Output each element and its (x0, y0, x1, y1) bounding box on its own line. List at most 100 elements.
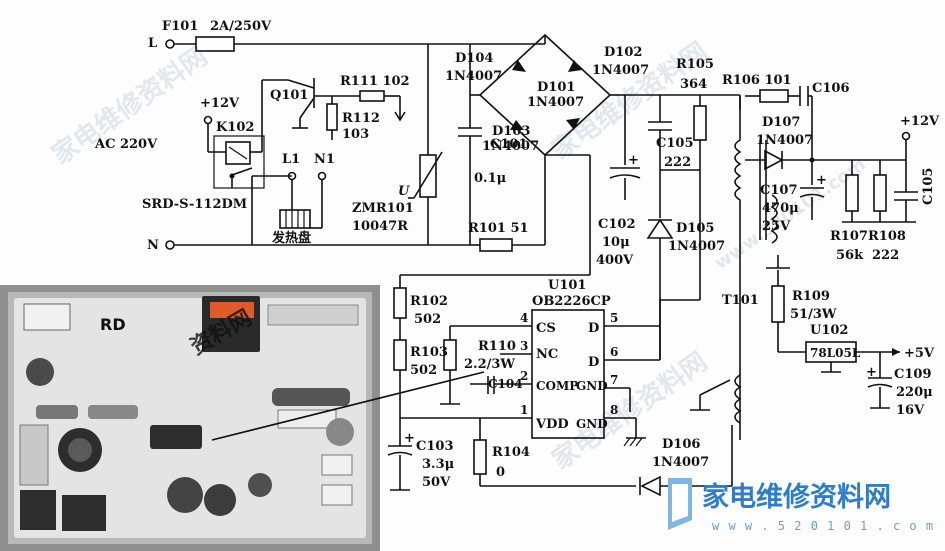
d101-value: 1N4007 (527, 95, 584, 110)
c107-voltage: 25V (762, 219, 791, 234)
svg-text:+: + (866, 365, 877, 380)
d103-ref: D103 (492, 124, 530, 139)
diode-d104 (512, 60, 526, 72)
c101-value: 0.1μ (474, 171, 507, 186)
pcb-board (14, 298, 366, 538)
secondary-section: R106 101 C106 D107 1N4007 +12V + C107 47… (722, 73, 940, 269)
relay-section: +12V K102 L1 N1 SRD-S-112DM 发热盘 (142, 79, 335, 246)
terminal-L: L (148, 36, 157, 51)
transformer-ref: T101 (722, 293, 759, 308)
resistor-r103 (393, 339, 407, 371)
pin-comp: COMP (536, 379, 578, 393)
u102-part: 78L05L (810, 346, 861, 360)
pin-num-8: 8 (610, 403, 618, 417)
r105-value: 364 (680, 77, 707, 92)
r103-value: 502 (410, 363, 437, 378)
varistor-section: U ZMR101 10047R (352, 44, 443, 245)
r107-value: 56k (836, 248, 864, 263)
c106-ref: C106 (812, 81, 849, 96)
d106-ref: D106 (662, 437, 700, 452)
photo-pointer-line (211, 371, 485, 441)
r105-ref: R105 (676, 57, 714, 72)
r104-ref: R104 (492, 445, 530, 460)
c107-value: 470μ (762, 201, 799, 216)
c103-voltage: 50V (422, 475, 451, 490)
bridge-rectifier: D104 1N4007 D102 1N4007 D101 1N4007 D103… (445, 33, 649, 245)
resistor-r112-ref: R112 (342, 111, 380, 126)
c107-ref: C107 (760, 183, 797, 198)
u102-ref: U102 (810, 323, 848, 338)
pin-d2: D (588, 355, 599, 370)
input-filter-section: C101 0.1μ R101 51 (458, 44, 545, 252)
pcb-photo: RD 资料网 (0, 285, 485, 551)
c105a-ref: C105 (656, 136, 693, 151)
relay-contact (231, 167, 253, 176)
c109-ref: C109 (894, 367, 931, 382)
pin-num-2: 2 (520, 369, 528, 383)
pin-num-6: 6 (610, 345, 618, 359)
controller-parts: R102 502 R103 502 R110 2.2/3W + C103 3.3… (387, 155, 733, 497)
transformer-secondary (770, 194, 778, 244)
d105-ref: D105 (676, 221, 714, 236)
r108-value: 222 (872, 248, 899, 263)
output-plus5: +5V (904, 346, 935, 361)
photo-brand: RD (100, 315, 126, 334)
r110-value: 2.2/3W (464, 357, 515, 372)
r109-value: 51/3W (790, 307, 837, 322)
d103-value: 1N4007 (482, 139, 539, 154)
pin-num-1: 1 (520, 403, 528, 417)
resistor-r112 (326, 103, 338, 131)
u101-part: OB2226CP (532, 294, 611, 309)
r103-ref: R103 (410, 345, 448, 360)
relay-model: SRD-S-112DM (142, 197, 247, 212)
logo-text: 家电维修资料网 (702, 481, 891, 513)
resistor-r109 (771, 285, 785, 323)
d105-value: 1N4007 (668, 239, 725, 254)
logo-url: w w w . 5 2 0 1 0 1 . c o m (712, 519, 934, 533)
diode-d105 (646, 218, 674, 239)
resistor-r104 (473, 439, 487, 475)
r102-value: 502 (414, 312, 441, 327)
pin-num-5: 5 (610, 311, 618, 325)
ic-u101 (531, 309, 605, 439)
resistor-r105 (693, 105, 707, 141)
fuse-value: 2A/250V (210, 19, 272, 34)
ic-u101-photo (150, 425, 202, 449)
u101-ref: U101 (548, 278, 586, 293)
terminal-L-dot (165, 39, 175, 49)
resistor-r106 (759, 89, 789, 103)
pin-num-3: 3 (520, 339, 528, 353)
diode-d107 (764, 149, 784, 171)
d102-value: 1N4007 (592, 63, 649, 78)
heater-plate-label: 发热盘 (271, 230, 311, 246)
r109-ref: R109 (792, 289, 830, 304)
transformer-t101: T101 (722, 95, 778, 440)
svg-text:+: + (404, 431, 415, 446)
ac-input-section: L F101 2A/250V N AC 220V (94, 19, 545, 253)
relay-coil (225, 141, 251, 165)
c102-value: 10μ (602, 235, 630, 250)
r110-ref: R110 (478, 339, 516, 354)
transistor-ref: Q101 (270, 88, 308, 103)
resistor-r101 (479, 238, 513, 252)
c105b-ref: C105 (921, 168, 936, 205)
c105a-value: 222 (664, 155, 691, 170)
heater-plate-symbol (279, 209, 311, 229)
controller-section: U101 OB2226CP CS NC COMP VDD D D GND GND… (400, 170, 701, 447)
fuse-symbol (195, 36, 235, 52)
svg-text:+: + (816, 173, 827, 188)
r108-ref: R108 (868, 229, 906, 244)
d104-ref: D104 (455, 51, 493, 66)
resistor-r102 (393, 287, 407, 319)
relay-ref: K102 (216, 120, 254, 135)
c103-ref: C103 (416, 439, 453, 454)
svg-text:+: + (628, 153, 639, 168)
r107-ref: R107 (830, 229, 868, 244)
pin-gnd2: GND (576, 417, 608, 431)
site-logo: 家电维修资料网 w w w . 5 2 0 1 0 1 . c o m (668, 478, 934, 533)
pin-num-7: 7 (610, 373, 618, 387)
output-plus12: +12V (900, 114, 940, 129)
d107-value: 1N4007 (756, 133, 813, 148)
photo-capacitor-1 (26, 358, 54, 386)
